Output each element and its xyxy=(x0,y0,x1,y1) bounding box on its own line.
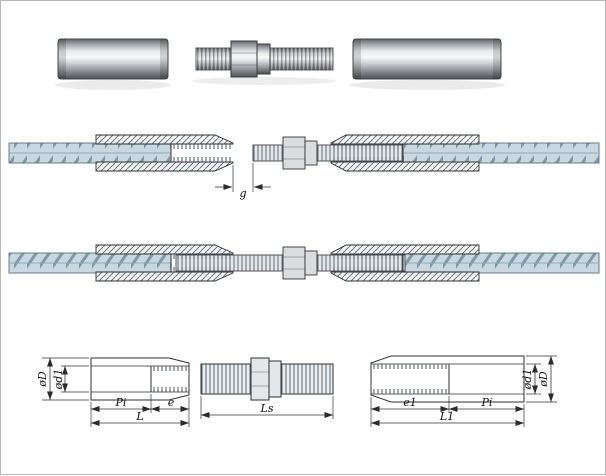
right-coupler-internal-thread-bottom xyxy=(333,157,401,162)
right-part-dimensions: e1 Pi L1 ød1 øD xyxy=(370,355,557,427)
right-sleeve-photo xyxy=(352,38,502,80)
dim-label-right-od1: ød1 xyxy=(521,369,534,391)
stud-shadow xyxy=(192,77,336,85)
left-part-dimensions: øD ød1 Pi e L xyxy=(36,357,190,427)
left-coupler-section xyxy=(95,134,234,172)
lock-ring xyxy=(304,140,318,166)
dim-label-left-e: e xyxy=(168,396,175,409)
left-sleeve-shadow xyxy=(55,80,171,90)
right-coupler-section xyxy=(330,244,480,282)
right-sleeve-shadow xyxy=(349,80,505,90)
section-view-open: g xyxy=(8,134,600,200)
right-coupler-internal-thread-top xyxy=(333,144,401,149)
lock-ring xyxy=(304,250,318,276)
hex-nut-photo xyxy=(230,40,258,78)
dim-label-left-oD: øD xyxy=(36,371,49,388)
left-coupler-bottom-wall xyxy=(95,161,234,172)
left-sleeve-photo xyxy=(57,38,169,80)
lock-ring-photo xyxy=(256,43,271,75)
hex-nut xyxy=(282,246,306,280)
stud-part-hex-nut xyxy=(250,357,270,401)
left-part-outline xyxy=(90,357,190,401)
hex-nut xyxy=(282,136,306,170)
dim-label-Ls: Ls xyxy=(260,402,274,415)
part-drawing-left-coupler: øD ød1 Pi e L xyxy=(36,357,190,427)
left-part-thread-bottom xyxy=(151,387,189,392)
left-coupler-internal-thread-top xyxy=(173,254,231,259)
right-coupler-bottom-wall xyxy=(330,161,480,172)
dim-label-right-e1: e1 xyxy=(403,396,417,409)
left-coupler-internal-thread-bottom xyxy=(173,267,231,272)
right-coupler-section xyxy=(330,134,480,172)
dim-label-left-od1: ød1 xyxy=(52,369,65,391)
threaded-stud-photo xyxy=(195,40,334,78)
left-coupler-internal-thread-top xyxy=(173,144,231,149)
left-part-thread-top xyxy=(151,366,189,371)
left-coupler-top-wall xyxy=(95,134,234,145)
dim-label-right-L1: L1 xyxy=(439,410,454,423)
right-coupler-top-wall xyxy=(330,244,480,255)
stud-part-dimensions: Ls xyxy=(200,396,334,419)
dim-label-left-Pi: Pi xyxy=(115,396,127,409)
photo-view xyxy=(55,38,505,90)
dim-label-right-Pi: Pi xyxy=(481,396,493,409)
left-coupler-bottom-wall xyxy=(95,271,234,282)
dim-label-left-L: L xyxy=(135,410,143,423)
left-coupler-internal-thread-bottom xyxy=(173,157,231,162)
dim-label-right-oD: øD xyxy=(537,371,550,388)
right-coupler-internal-thread-bottom xyxy=(333,267,401,272)
right-coupler-top-wall xyxy=(330,134,480,145)
section-view-closed xyxy=(8,244,600,282)
right-coupler-internal-thread-top xyxy=(333,254,401,259)
part-drawing-right-coupler: e1 Pi L1 ød1 øD xyxy=(370,355,557,427)
gap-dimension: g xyxy=(215,163,271,200)
right-part-thread-bottom xyxy=(373,389,449,394)
dim-label-g: g xyxy=(239,187,246,200)
right-part-thread-top xyxy=(373,364,449,369)
right-part-outline xyxy=(370,355,525,403)
left-coupler-top-wall xyxy=(95,244,234,255)
stud-part-lock-ring xyxy=(268,360,282,398)
right-coupler-bottom-wall xyxy=(330,271,480,282)
left-coupler-section xyxy=(95,244,234,282)
part-drawing-stud: Ls xyxy=(200,357,334,419)
